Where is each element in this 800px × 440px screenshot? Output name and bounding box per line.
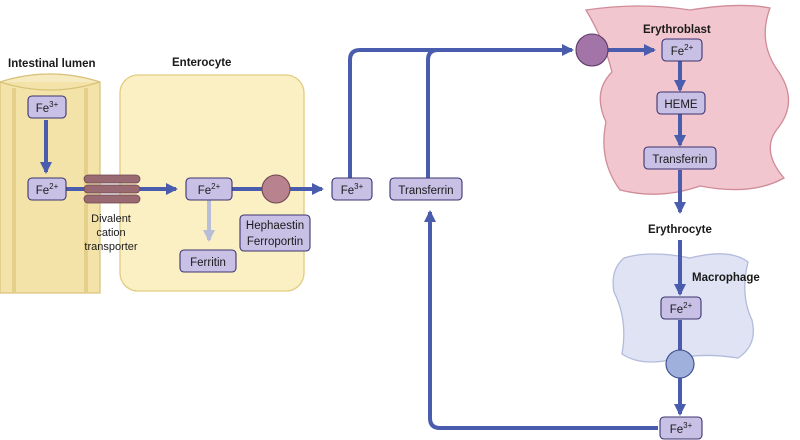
- heme-box: HEME: [656, 91, 706, 115]
- lumen-fe2-box: Fe2+: [27, 177, 67, 201]
- erythroblast-label: Erythroblast: [643, 24, 711, 36]
- svg-text:Fe2+: Fe2+: [198, 182, 221, 197]
- transporter-label-line1: Divalent: [91, 213, 131, 225]
- transferrin-erythroblast-box: Transferrin: [643, 146, 717, 170]
- svg-text:Fe3+: Fe3+: [670, 421, 693, 436]
- transporter-label-line2: cation: [96, 227, 125, 239]
- svg-text:Fe3+: Fe3+: [36, 100, 59, 115]
- ferroportin-label: Ferroportin: [247, 236, 303, 248]
- svg-text:Transferrin: Transferrin: [652, 154, 707, 166]
- transferrin-receptor: [575, 33, 609, 67]
- erythrocyte-label: Erythrocyte: [648, 224, 712, 236]
- macrophage-fe2-box: Fe2+: [660, 296, 702, 320]
- svg-text:Fe3+: Fe3+: [341, 182, 364, 197]
- divalent-cation-transporter: [83, 174, 141, 204]
- ferroportin-channel: [261, 174, 291, 204]
- svg-text:Fe2+: Fe2+: [670, 301, 693, 316]
- svg-text:Transferrin: Transferrin: [398, 185, 453, 197]
- blood-fe3-box: Fe3+: [331, 177, 373, 201]
- svg-text:Fe2+: Fe2+: [36, 182, 59, 197]
- bottom-fe3-box: Fe3+: [659, 416, 703, 440]
- ferritin-box: Ferritin: [179, 249, 237, 273]
- enterocyte-fe2-box: Fe2+: [185, 177, 233, 201]
- intestinal-lumen-label: Intestinal lumen: [8, 58, 96, 70]
- lumen-fe3-box: Fe3+: [27, 95, 67, 119]
- macrophage-ferroportin-channel: [665, 349, 695, 379]
- erythroblast-fe2-box: Fe2+: [661, 38, 703, 62]
- transferrin-mid-box: Transferrin: [389, 177, 463, 201]
- hephaestin-label: Hephaestin: [246, 220, 304, 232]
- svg-text:Ferritin: Ferritin: [190, 257, 226, 269]
- transporter-label-line3: transporter: [84, 241, 138, 253]
- svg-text:Fe2+: Fe2+: [671, 43, 694, 58]
- macrophage-label: Macrophage: [692, 272, 760, 284]
- svg-text:HEME: HEME: [664, 99, 698, 111]
- enterocyte-label: Enterocyte: [172, 57, 231, 69]
- hephaestin-ferroportin-box: Hephaestin Ferroportin: [239, 214, 311, 252]
